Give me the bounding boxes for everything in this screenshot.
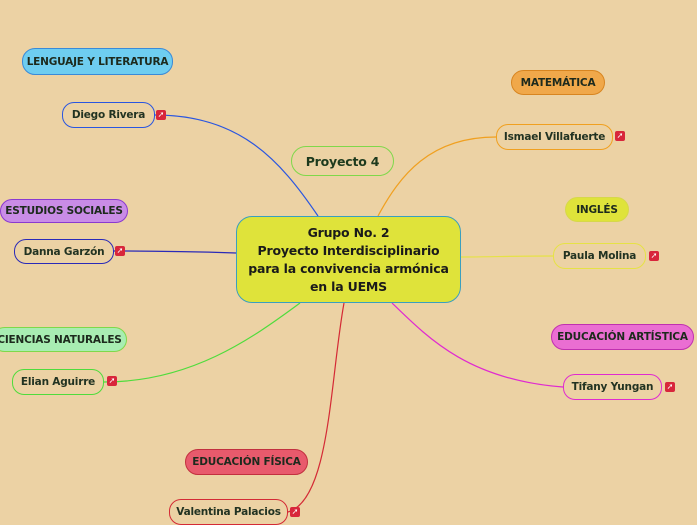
person-danna-garzon[interactable]: Danna Garzón (14, 239, 114, 264)
project-label[interactable]: Proyecto 4 (291, 146, 394, 176)
link-badge-icon[interactable]: ➚ (115, 246, 125, 256)
connector-paula (460, 255, 554, 258)
subject-ingles[interactable]: INGLÉS (565, 197, 629, 222)
person-ismael-villafuerte[interactable]: Ismael Villafuerte (496, 124, 613, 150)
connector-valentina (287, 302, 345, 513)
link-badge-icon[interactable]: ➚ (290, 507, 300, 517)
connector-tifany (391, 302, 564, 388)
person-valentina-palacios[interactable]: Valentina Palacios (169, 499, 288, 525)
person-paula-molina[interactable]: Paula Molina (553, 243, 646, 269)
person-elian-aguirre[interactable]: Elian Aguirre (12, 369, 104, 395)
subject-lenguaje-y-literatura[interactable]: LENGUAJE Y LITERATURA (22, 48, 173, 75)
subject-estudios-sociales[interactable]: ESTUDIOS SOCIALES (0, 199, 128, 223)
link-badge-icon[interactable]: ➚ (665, 382, 675, 392)
central-line-4: en la UEMS (310, 278, 387, 294)
connector-danna (113, 250, 237, 254)
connector-ismael (377, 136, 497, 217)
subject-matematica[interactable]: MATEMÁTICA (511, 70, 605, 95)
subject-educacion-artistica[interactable]: EDUCACIÓN ARTÍSTICA (551, 324, 694, 350)
person-tifany-yungan[interactable]: Tifany Yungan (563, 374, 662, 400)
link-badge-icon[interactable]: ➚ (156, 110, 166, 120)
central-line-1: Grupo No. 2 (307, 224, 390, 240)
link-badge-icon[interactable]: ➚ (615, 131, 625, 141)
connector-diego (154, 114, 319, 217)
link-badge-icon[interactable]: ➚ (649, 251, 659, 261)
central-topic[interactable]: Grupo No. 2 Proyecto Interdisciplinario … (236, 216, 461, 303)
central-line-3: para la convivencia armónica (248, 260, 449, 276)
central-line-2: Proyecto Interdisciplinario (257, 242, 440, 258)
link-badge-icon[interactable]: ➚ (107, 376, 117, 386)
person-diego-rivera[interactable]: Diego Rivera (62, 102, 155, 128)
subject-educacion-fisica[interactable]: EDUCACIÓN FÍSICA (185, 449, 308, 475)
connector-elian (103, 302, 301, 383)
subject-ciencias-naturales[interactable]: CIENCIAS NATURALES (0, 327, 127, 352)
